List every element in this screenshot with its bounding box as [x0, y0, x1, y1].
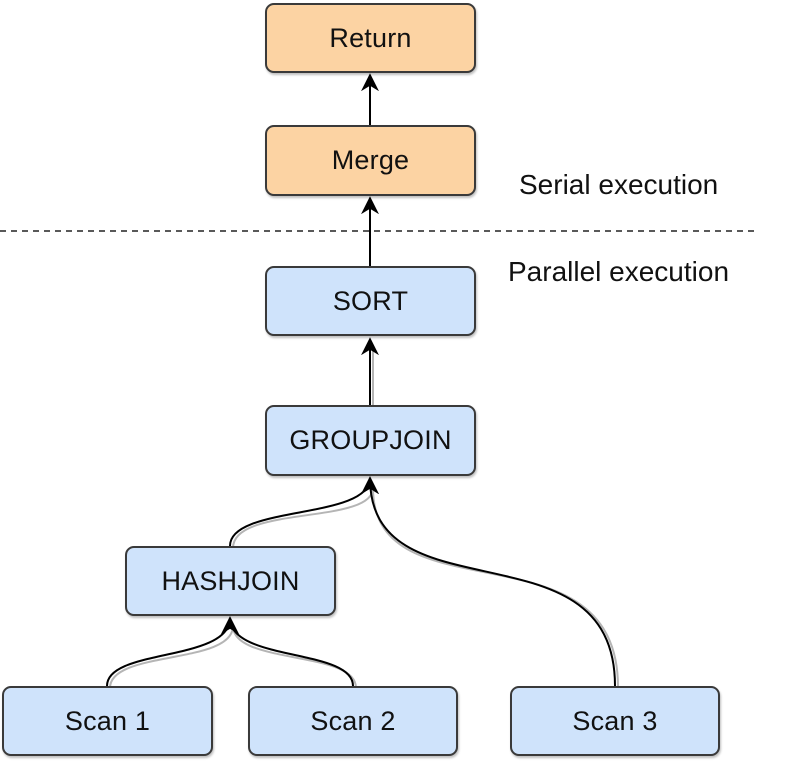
edge-scan3-to-groupjoin: [361, 476, 616, 687]
node-sort: SORT: [265, 266, 476, 336]
serial-execution-label: Serial execution: [519, 169, 719, 200]
node-scan-3: Scan 3: [510, 686, 720, 756]
edge-scan1-to-hashjoin-shadow: [109, 625, 234, 689]
node-scan-2: Scan 2: [248, 686, 458, 756]
edge-hashjoin-to-groupjoin-shadow: [232, 487, 374, 549]
edge-hashjoin-to-groupjoin: [229, 476, 379, 547]
edge-scan2-to-hashjoin: [221, 616, 354, 687]
edge-scan2-to-hashjoin-shadow: [232, 625, 357, 689]
parallel-execution-label: Parallel execution: [508, 256, 730, 287]
edge-scan3-to-groupjoin-shadow: [372, 487, 619, 688]
node-groupjoin: GROUPJOIN: [265, 405, 476, 476]
node-merge: Merge: [265, 125, 476, 196]
node-return: Return: [265, 3, 476, 73]
node-scan-1: Scan 1: [2, 686, 213, 756]
edge-scan1-to-hashjoin: [106, 616, 239, 687]
node-hashjoin: HASHJOIN: [125, 546, 336, 616]
